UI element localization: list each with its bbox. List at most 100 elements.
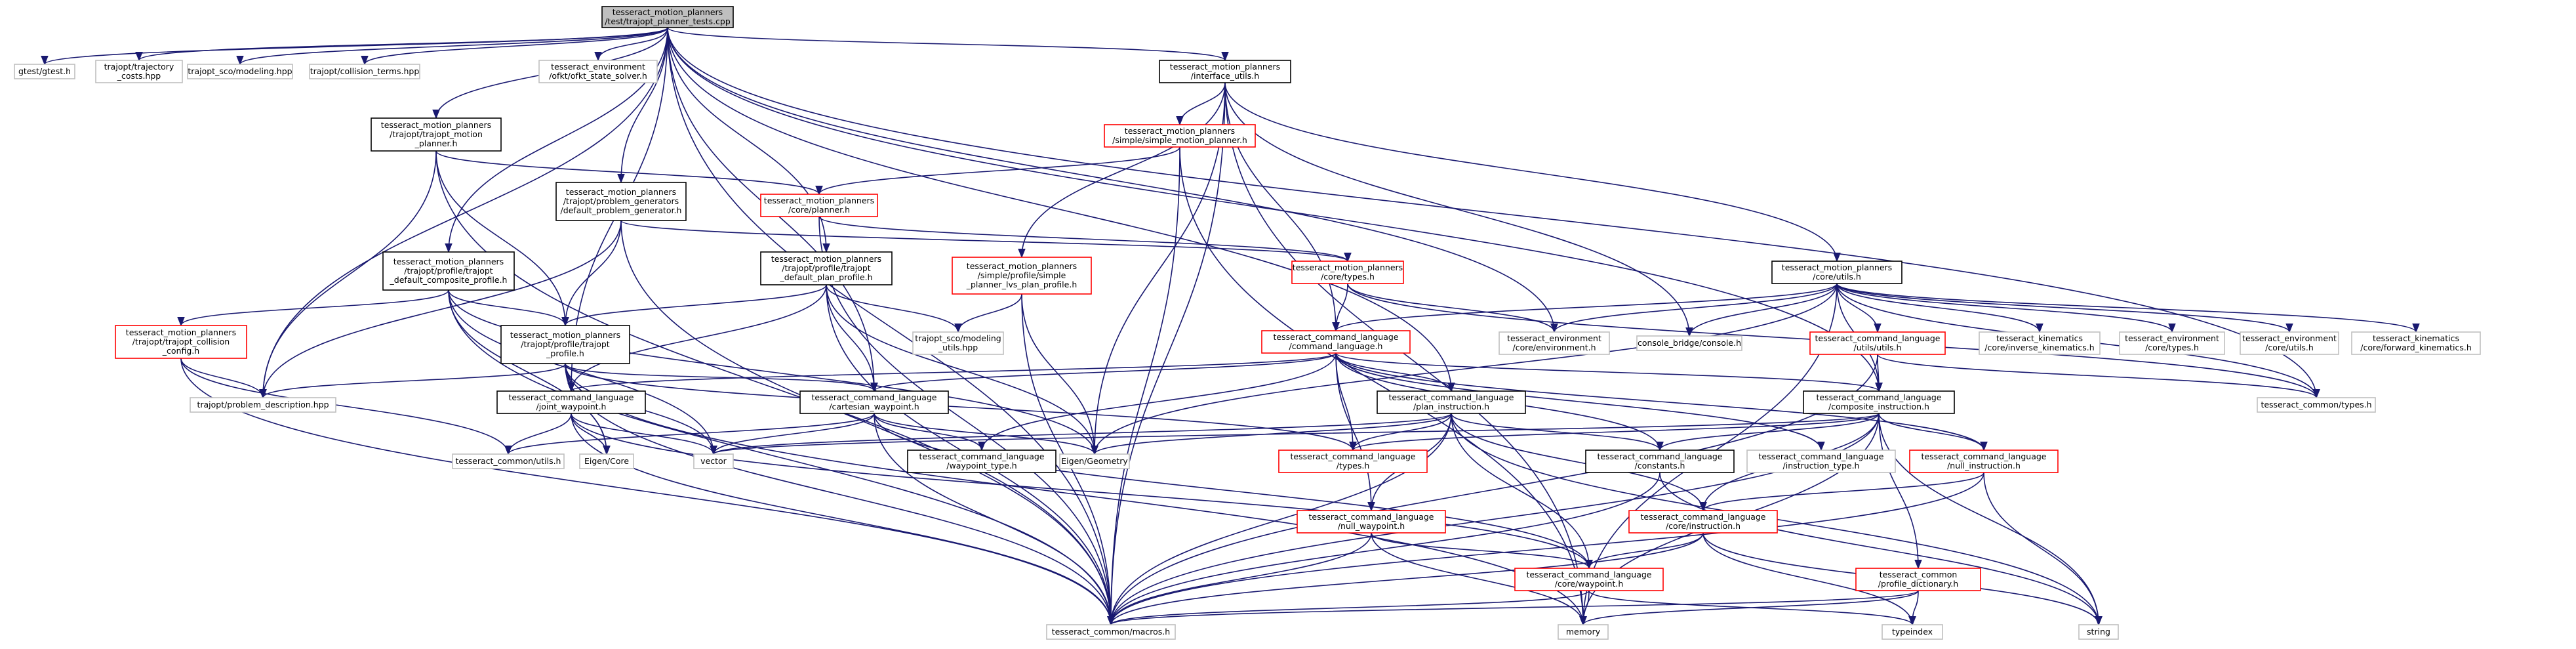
edge-composite_instruction-to-cl_types bbox=[1349, 413, 1880, 451]
node-label: tesseract_motion_planners bbox=[1170, 62, 1280, 72]
node-null-instruction[interactable]: tesseract_command_language/null_instruct… bbox=[1909, 450, 2059, 473]
edge-default_plan-to-sco_modeling_utils bbox=[826, 284, 962, 333]
node-box bbox=[1159, 60, 1291, 83]
edge-composite_instruction-to-profile_dictionary bbox=[1878, 413, 1922, 570]
edge-core_utils-to-kin_inverse bbox=[1836, 283, 2043, 333]
edge-core_utils-to-kin_forward bbox=[1836, 283, 2420, 333]
node-label: tesseract_motion_planners bbox=[1293, 262, 1403, 272]
node-cl-types[interactable]: tesseract_command_language/types.h bbox=[1278, 450, 1428, 473]
node-label: /core/forward_kinematics.h bbox=[2360, 343, 2472, 352]
node-box bbox=[115, 325, 247, 359]
node-box bbox=[2078, 624, 2119, 640]
node-common-utils[interactable]: tesseract_common/utils.h bbox=[452, 453, 565, 469]
node-box bbox=[601, 6, 734, 28]
node-macros[interactable]: tesseract_common/macros.h bbox=[1046, 624, 1176, 640]
node-label: tesseract_common/types.h bbox=[2261, 400, 2371, 409]
edge-default_problem_gen-to-core_types bbox=[620, 220, 1352, 262]
node-console-bridge[interactable]: console_bridge/console.h bbox=[1636, 335, 1742, 351]
edge-trajopt_profile-to-problem_desc bbox=[259, 363, 566, 399]
edge-composite_instruction-to-null_instruction bbox=[1878, 413, 1988, 451]
edge-default_plan-to-eigen_geometry bbox=[826, 284, 1098, 455]
node-sco-modeling[interactable]: trajopt_sco/modeling.hpp bbox=[187, 64, 293, 79]
node-cl-utils[interactable]: tesseract_command_language/utils/utils.h bbox=[1809, 331, 1946, 355]
node-label: /core/environment.h bbox=[1512, 343, 1596, 352]
node-env-core-types[interactable]: tesseract_environment/core/types.h bbox=[2119, 331, 2225, 355]
node-default-plan[interactable]: tesseract_motion_planners/trajopt/profil… bbox=[760, 251, 893, 285]
node-waypoint-type[interactable]: tesseract_command_language/waypoint_type… bbox=[907, 450, 1057, 473]
edge-core_instruction-to-macros bbox=[1107, 532, 1704, 626]
node-core-instruction[interactable]: tesseract_command_language/core/instruct… bbox=[1628, 510, 1778, 534]
node-traj-costs[interactable]: trajopt/trajectory_costs.hpp bbox=[95, 60, 183, 83]
node-env-ofkt[interactable]: tesseract_environment/ofkt/ofkt_state_so… bbox=[538, 60, 658, 83]
node-typeindex[interactable]: typeindex bbox=[1882, 624, 1943, 640]
edge-trajopt_planner-to-core_planner bbox=[435, 150, 823, 196]
node-box bbox=[2351, 331, 2481, 355]
edge-trajopt_planner-to-problem_desc bbox=[259, 150, 437, 399]
node-joint-waypoint[interactable]: tesseract_command_language/joint_waypoin… bbox=[496, 390, 646, 414]
node-trajopt-collision-config[interactable]: tesseract_motion_planners/trajopt/trajop… bbox=[115, 325, 247, 359]
node-command-language[interactable]: tesseract_command_language/command_langu… bbox=[1261, 330, 1411, 354]
node-label: /utils/utils.h bbox=[1854, 343, 1902, 352]
node-label: /core/utils.h bbox=[1813, 272, 1861, 282]
edge-interface_utils-to-command_language bbox=[1224, 82, 1340, 332]
node-core-waypoint[interactable]: tesseract_command_language/core/waypoint… bbox=[1514, 568, 1664, 591]
node-instruction-type[interactable]: tesseract_command_language/instruction_t… bbox=[1746, 450, 1896, 473]
edge-default_problem_gen-to-trajopt_profile bbox=[561, 220, 622, 327]
node-label: /constants.h bbox=[1635, 461, 1685, 471]
node-box bbox=[1297, 510, 1446, 534]
node-trajopt-planner[interactable]: tesseract_motion_planners/trajopt/trajop… bbox=[371, 117, 502, 152]
node-core-planner[interactable]: tesseract_motion_planners/core/planner.h bbox=[760, 194, 878, 217]
node-eigen-core[interactable]: Eigen/Core bbox=[579, 453, 634, 469]
node-label: tesseract_motion_planners bbox=[566, 187, 676, 197]
node-simple-planner[interactable]: tesseract_motion_planners/simple/simple_… bbox=[1104, 124, 1256, 148]
node-label: trajopt/trajectory bbox=[104, 62, 174, 72]
node-env-core-environment[interactable]: tesseract_environment/core/environment.h bbox=[1499, 331, 1610, 355]
node-interface-utils[interactable]: tesseract_motion_planners/interface_util… bbox=[1159, 60, 1291, 83]
node-simple-lvs[interactable]: tesseract_motion_planners/simple/profile… bbox=[952, 257, 1092, 295]
node-label: /core/types.h bbox=[2145, 343, 2199, 352]
node-core-types[interactable]: tesseract_motion_planners/core/types.h bbox=[1291, 261, 1404, 284]
node-constants[interactable]: tesseract_command_language/constants.h bbox=[1585, 450, 1735, 473]
edge-root-to-problem_desc bbox=[259, 27, 668, 399]
node-box bbox=[1278, 450, 1428, 473]
node-box bbox=[1046, 624, 1176, 640]
node-default-problem-gen[interactable]: tesseract_motion_planners/trajopt/proble… bbox=[555, 182, 687, 221]
node-root[interactable]: tesseract_motion_planners/test/trajopt_p… bbox=[601, 6, 734, 28]
node-default-composite[interactable]: tesseract_motion_planners/trajopt/profil… bbox=[382, 251, 515, 291]
node-common-types[interactable]: tesseract_common/types.h bbox=[2257, 397, 2376, 413]
edge-interface_utils-to-simple_planner bbox=[1176, 82, 1226, 126]
edge-root-to-common_types bbox=[667, 27, 2320, 399]
node-env-core-utils[interactable]: tesseract_environment/core/utils.h bbox=[2240, 331, 2339, 355]
node-cartesian-waypoint[interactable]: tesseract_command_language/cartesian_way… bbox=[799, 390, 949, 414]
node-core-utils[interactable]: tesseract_motion_planners/core/utils.h bbox=[1771, 261, 1902, 284]
node-memory[interactable]: memory bbox=[1558, 624, 1609, 640]
node-null-waypoint[interactable]: tesseract_command_language/null_waypoint… bbox=[1297, 510, 1446, 534]
node-coll-terms[interactable]: trajopt/collision_terms.hpp bbox=[309, 64, 420, 79]
edge-root-to-env_core_environment bbox=[667, 27, 1558, 333]
edge-command_language-to-cartesian_waypoint bbox=[870, 352, 1337, 392]
node-trajopt-profile[interactable]: tesseract_motion_planners/trajopt/profil… bbox=[500, 325, 630, 364]
edge-command_language-to-composite_instruction bbox=[1335, 352, 1883, 392]
edge-command_language-to-waypoint_type bbox=[978, 352, 1337, 451]
node-composite-instruction[interactable]: tesseract_command_language/composite_ins… bbox=[1803, 390, 1955, 414]
node-vector[interactable]: vector bbox=[693, 453, 734, 469]
node-box bbox=[1746, 450, 1896, 473]
node-box bbox=[1377, 390, 1526, 414]
node-kin-inverse[interactable]: tesseract_kinematics/core/inverse_kinema… bbox=[1979, 331, 2101, 355]
node-label: tesseract_motion_planners bbox=[1125, 126, 1235, 136]
node-box bbox=[496, 390, 646, 414]
node-kin-forward[interactable]: tesseract_kinematics/core/forward_kinema… bbox=[2351, 331, 2481, 355]
edge-root-to-traj_costs bbox=[135, 27, 668, 62]
node-eigen-geometry[interactable]: Eigen/Geometry bbox=[1059, 453, 1130, 469]
node-sco-modeling-utils[interactable]: trajopt_sco/modeling_utils.hpp bbox=[912, 331, 1004, 355]
node-gtest[interactable]: gtest/gtest.h bbox=[14, 64, 75, 79]
node-box bbox=[1809, 331, 1946, 355]
edge-cl_utils-to-common_types bbox=[1877, 354, 2320, 399]
node-box bbox=[760, 251, 893, 285]
node-problem-desc[interactable]: trajopt/problem_description.hpp bbox=[190, 397, 336, 413]
node-profile-dictionary[interactable]: tesseract_common/profile_dictionary.h bbox=[1855, 568, 1981, 591]
node-box bbox=[187, 64, 293, 79]
node-string[interactable]: string bbox=[2078, 624, 2119, 640]
node-plan-instruction[interactable]: tesseract_command_language/plan_instruct… bbox=[1377, 390, 1526, 414]
